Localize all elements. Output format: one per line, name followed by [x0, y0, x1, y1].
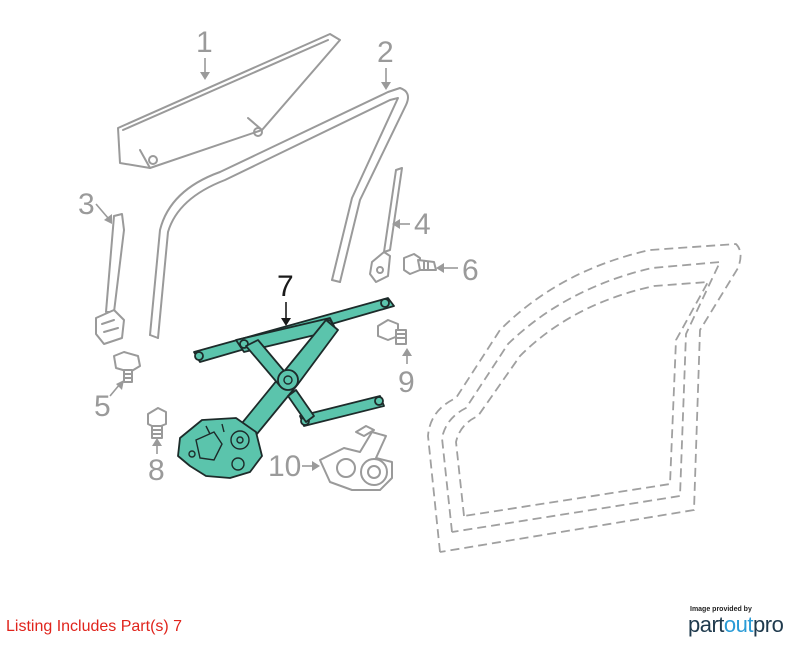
- svg-text:8: 8: [148, 454, 165, 487]
- svg-text:7: 7: [277, 270, 294, 303]
- svg-text:5: 5: [94, 390, 111, 423]
- brand-out-text: out: [723, 612, 754, 637]
- part-rear-sash-channel: [369, 167, 403, 283]
- brand-part-text: part: [688, 612, 724, 637]
- door-shell-outline: [427, 243, 742, 553]
- svg-text:3: 3: [78, 188, 95, 221]
- svg-text:2: 2: [377, 36, 394, 69]
- callout-3: 3: [78, 188, 112, 224]
- callout-2: 2: [377, 36, 394, 90]
- part-door-glass: [117, 33, 341, 169]
- part-window-regulator: [177, 297, 395, 479]
- svg-text:10: 10: [268, 450, 301, 483]
- partoutpro-logo: partoutpro: [688, 612, 784, 638]
- svg-text:1: 1: [196, 26, 213, 59]
- callout-1: 1: [196, 26, 213, 80]
- part-bolt-6: [403, 253, 437, 275]
- part-lower-sash-channel: [95, 213, 125, 345]
- svg-text:9: 9: [398, 366, 415, 399]
- callout-9: 9: [398, 348, 415, 399]
- callout-4: 4: [392, 208, 431, 241]
- part-bolt-9: [377, 319, 407, 345]
- part-window-motor: [319, 425, 393, 491]
- part-glass-run: [149, 87, 409, 339]
- svg-text:6: 6: [462, 254, 479, 287]
- callout-5: 5: [94, 380, 124, 423]
- listing-parts-note: Listing Includes Part(s) 7: [6, 618, 183, 635]
- svg-text:4: 4: [414, 208, 431, 241]
- callout-6: 6: [436, 254, 479, 287]
- part-bolt-8: [147, 407, 167, 439]
- callout-7: 7: [277, 270, 294, 326]
- brand-pro-text: pro: [753, 612, 784, 637]
- callout-10: 10: [268, 450, 320, 483]
- image-provider-caption: Image provided by: [690, 606, 752, 613]
- callout-8: 8: [148, 438, 165, 487]
- part-bolt-5: [113, 351, 141, 383]
